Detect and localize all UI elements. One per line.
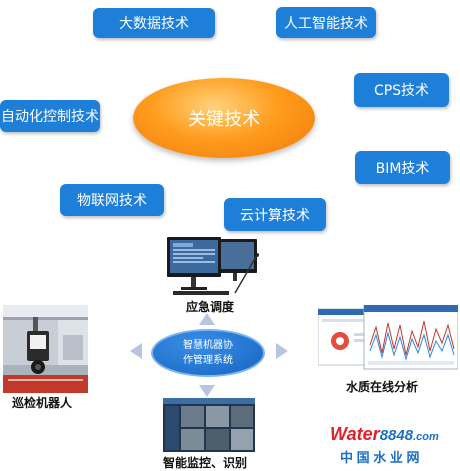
module-label-water-quality: 水质在线分析 [346, 380, 419, 394]
tech-label: BIM技术 [375, 160, 430, 177]
dispatch-monitors-image [165, 235, 265, 297]
monitoring-screen-image [163, 398, 255, 452]
watermark-brand-c: .com [413, 431, 439, 443]
inspection-robot-image [3, 305, 88, 393]
tech-label: 自动化控制技术 [1, 109, 99, 125]
tech-big-data: 大数据技术 [93, 8, 215, 38]
watermark-brand-a: Water [330, 424, 380, 444]
tech-label: 人工智能技术 [284, 15, 368, 32]
tech-label: 物联网技术 [77, 193, 147, 209]
tech-cloud: 云计算技术 [224, 198, 326, 231]
system-line-2: 作管理系统 [183, 355, 233, 366]
tech-iot: 物联网技术 [60, 184, 164, 216]
arrow-up [199, 313, 215, 325]
watermark-subtitle: 中 国 水 业 网 [340, 450, 420, 465]
water-quality-screens-image [317, 304, 459, 373]
module-label-dispatch: 应急调度 [186, 300, 235, 314]
core-technology-ellipse: 关键技术 [133, 78, 315, 158]
tech-label: 云计算技术 [240, 207, 310, 224]
arrow-down [199, 385, 215, 397]
arrow-left [130, 343, 142, 359]
tech-automation: 自动化控制技术 [0, 100, 100, 132]
tech-bim: BIM技术 [355, 151, 450, 184]
tech-label: CPS技术 [373, 83, 430, 99]
watermark-brand-b: 8848 [379, 427, 414, 444]
tech-ai: 人工智能技术 [276, 7, 376, 38]
module-label-monitoring: 智能监控、识别 [163, 456, 248, 470]
tech-label: 大数据技术 [119, 16, 189, 32]
tech-cps: CPS技术 [354, 73, 449, 107]
arrow-right [276, 343, 288, 359]
module-label-robot: 巡检机器人 [12, 396, 73, 410]
system-line-1: 智慧机器协 [183, 340, 233, 351]
system-ellipse: 智慧机器协 作管理系统 [151, 329, 265, 377]
core-label: 关键技术 [188, 109, 260, 130]
watermark-logo: Water8848.com [330, 424, 439, 445]
